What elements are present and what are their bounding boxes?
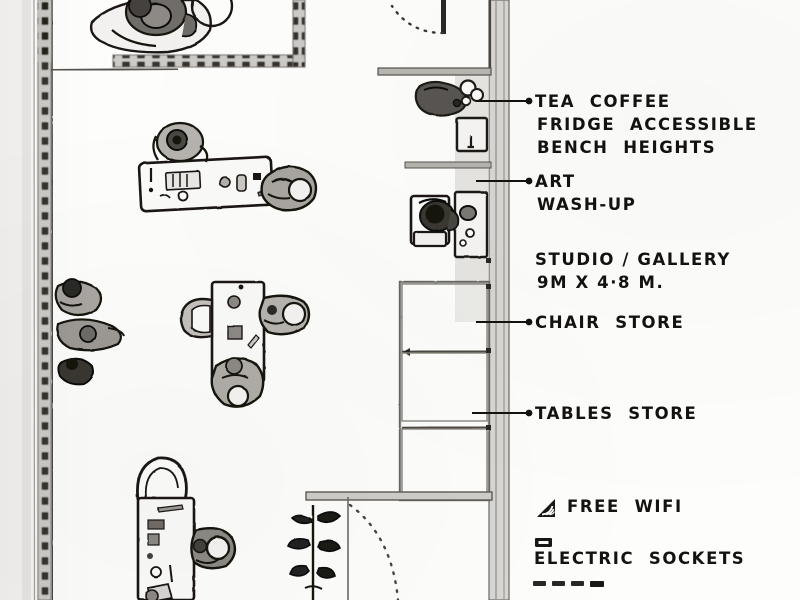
wall-cross-mid (404, 161, 492, 169)
annotation-tables-store: TABLES STORE (535, 403, 697, 426)
dashed-line-icon (533, 581, 604, 587)
wall-inner-ink-line (33, 0, 54, 600)
store-rooms (398, 258, 493, 502)
table-group-centre (179, 280, 311, 408)
door-swing-arc-top (390, 4, 445, 35)
page-fold-shadow (0, 0, 35, 600)
table-group-bottom-left (136, 456, 237, 600)
annotation-line: CHAIR STORE (535, 313, 685, 332)
annotation-studio-gallery: STUDIO / GALLERY 9M X 4·8 M. (535, 249, 731, 295)
leader-dot-chair-store (525, 318, 533, 326)
annotation-line: TEA COFFEE (535, 92, 671, 111)
socket-rect-icon (535, 538, 552, 547)
annotation-line: STUDIO / GALLERY (535, 250, 731, 269)
legend-label-free-wifi: FREE WIFI (567, 497, 683, 516)
bottom-corridor-walls (305, 491, 493, 600)
door-swing-arc-bottom (348, 503, 400, 600)
potted-plant (286, 505, 342, 600)
interior-partition-top (50, 68, 179, 71)
leader-dot-art-wash-up (525, 177, 533, 185)
wash-up-bay (409, 190, 489, 259)
annotation-line: TABLES STORE (535, 404, 698, 423)
right-exterior-wall (488, 0, 510, 600)
annotation-line: ART (535, 172, 576, 191)
wifi-fan-icon (537, 499, 555, 517)
table-group-mid-left (137, 121, 318, 213)
leader-dot-tables-store (525, 409, 533, 417)
leader-lines (472, 97, 533, 417)
legend-label-electric-sockets: ELECTRIC SOCKETS (534, 549, 746, 568)
annotation-line: 9M X 4·8 M. (537, 272, 665, 292)
annotation-line: WASH-UP (537, 194, 637, 214)
figures-left-edge (54, 278, 125, 386)
annotation-tea-coffee: TEA COFFEE FRIDGE ACCESSIBLE BENCH HEIGHTS (535, 91, 758, 159)
door-jamb-top (441, 0, 446, 34)
annotation-chair-store: CHAIR STORE (535, 312, 684, 335)
annotation-line: FRIDGE ACCESSIBLE (537, 114, 758, 134)
annotation-line: BENCH HEIGHTS (537, 137, 717, 157)
leader-dot-tea-coffee (525, 97, 533, 105)
exterior-wall-hatched (37, 0, 306, 600)
tables-store-room (401, 352, 488, 422)
tea-coffee-counter (414, 79, 489, 153)
wall-above-tea-point (377, 67, 492, 76)
table-group-top-left (89, 0, 234, 54)
annotation-art-wash-up: ART WASH-UP (535, 171, 636, 217)
